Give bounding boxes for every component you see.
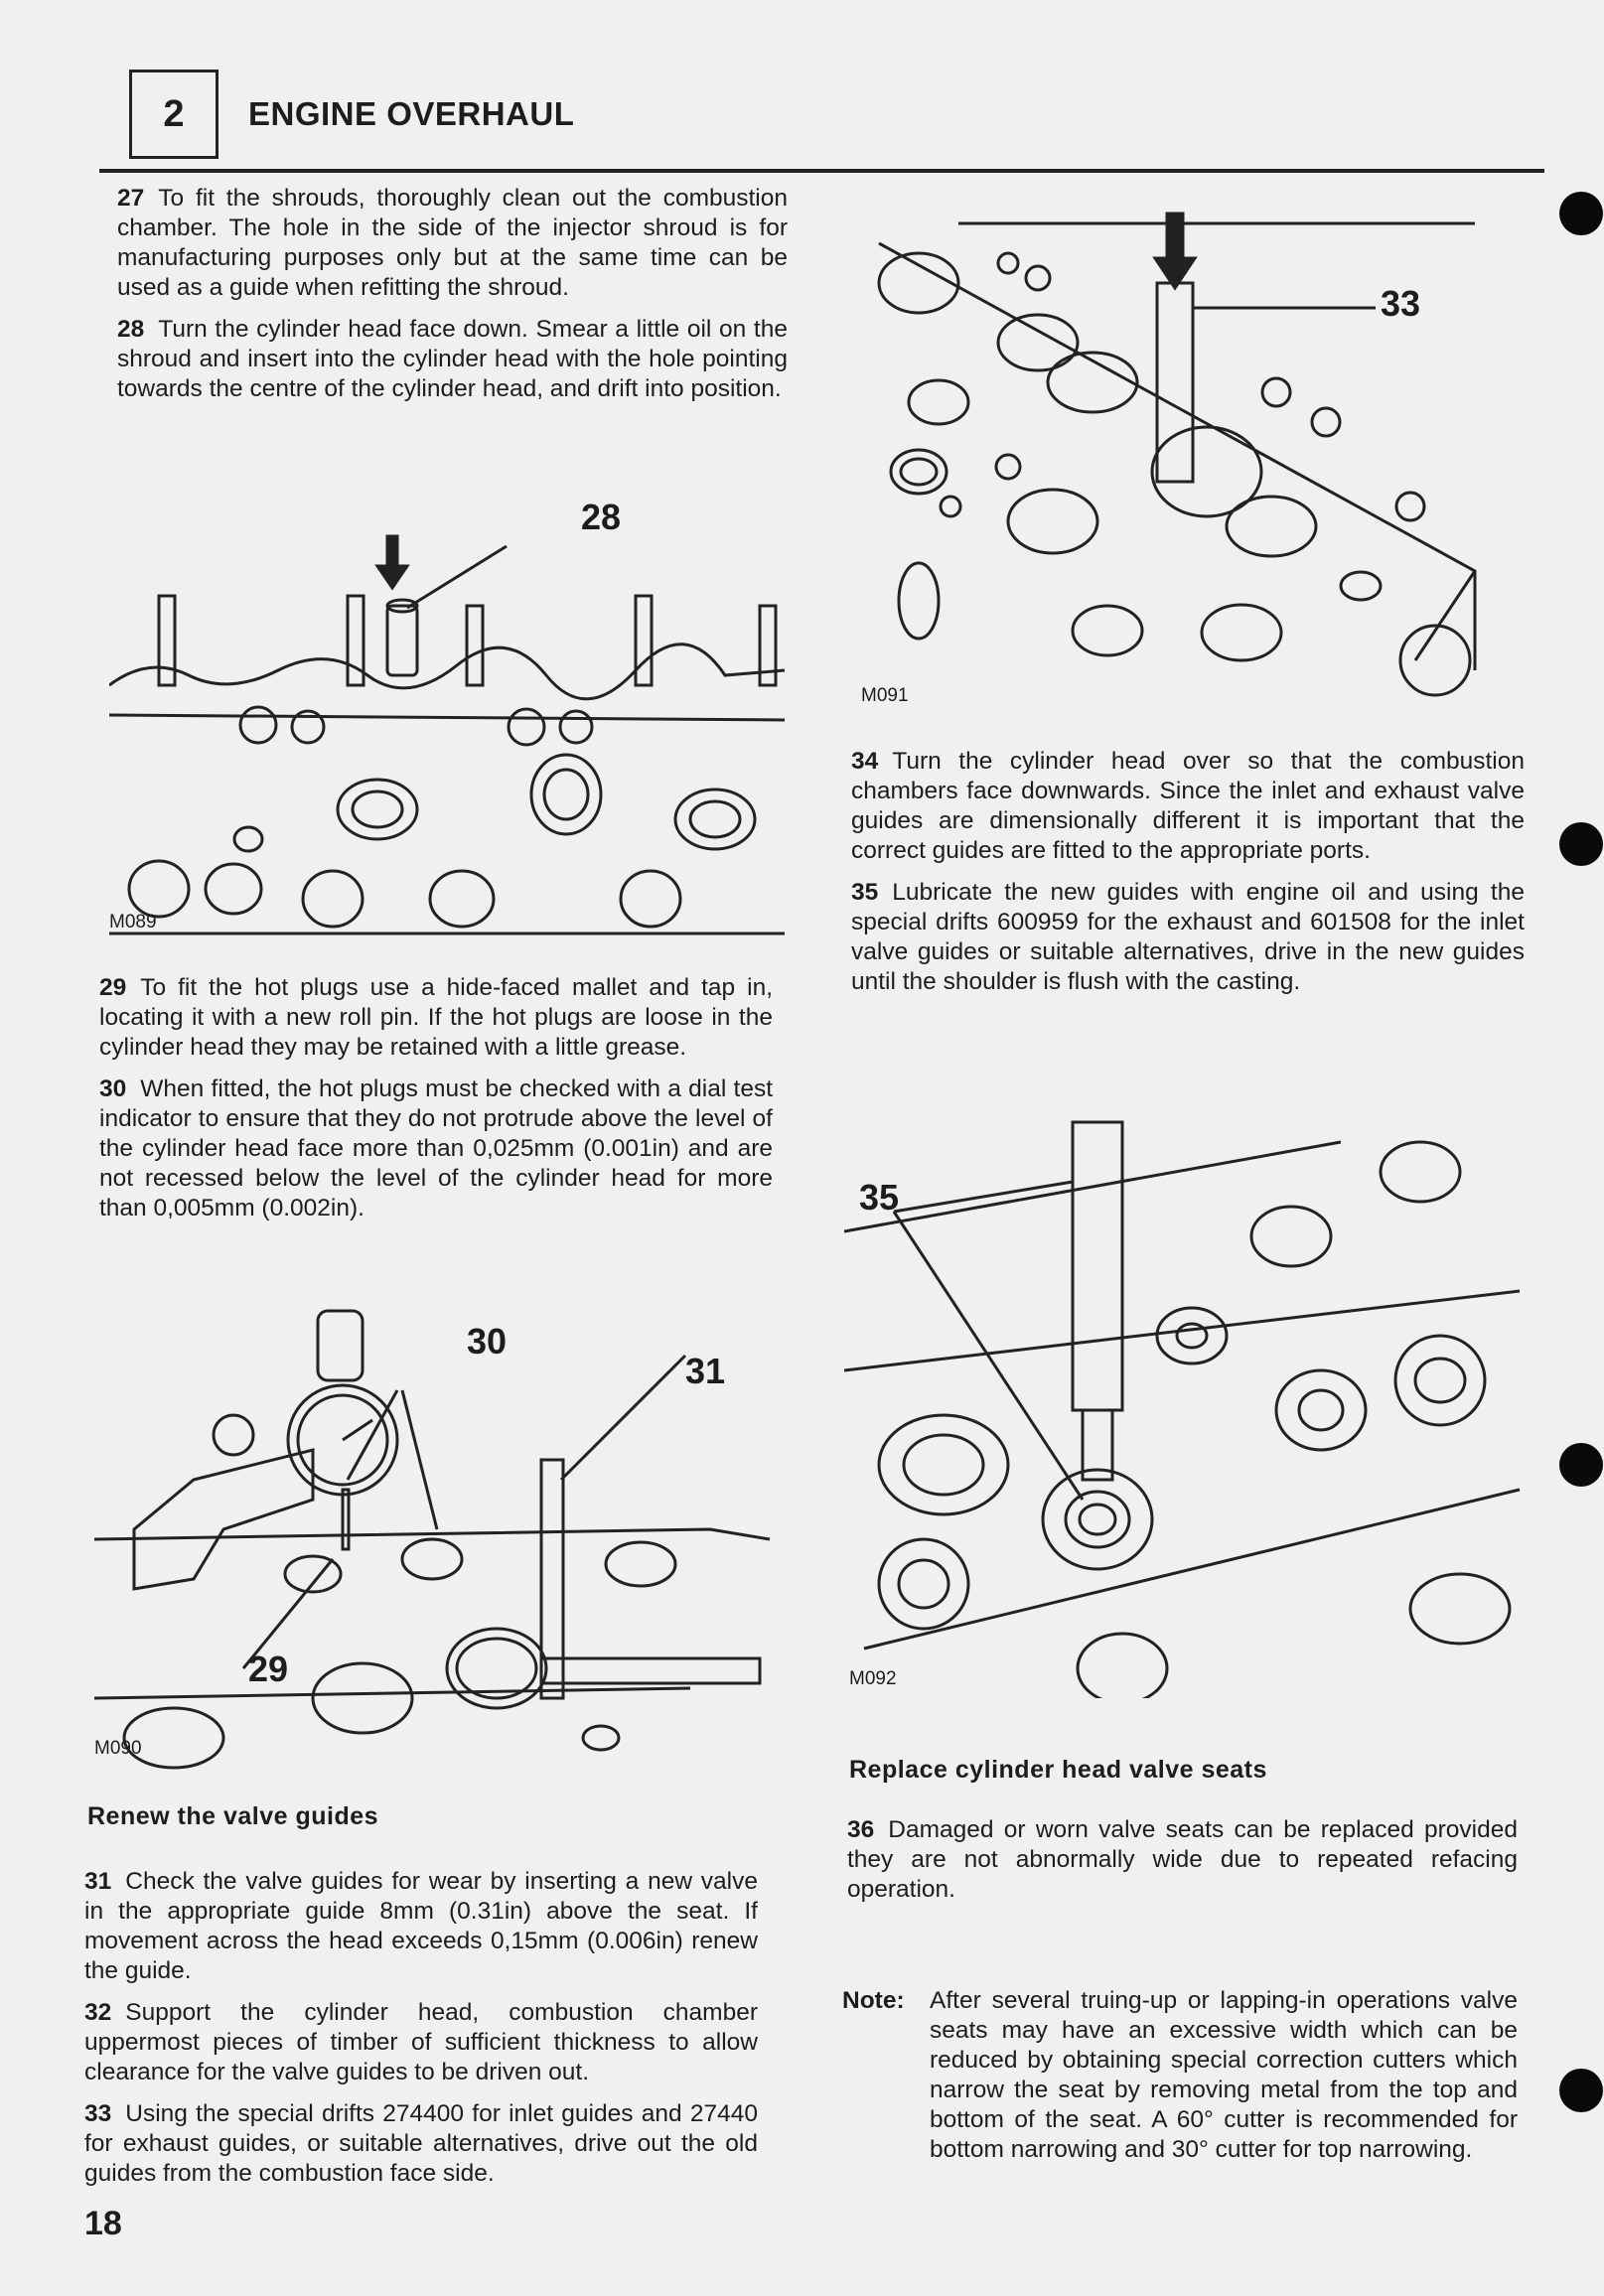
figure-m090-dial-gauge: 30 31 29 M090 xyxy=(93,1301,780,1778)
callout-33: 33 xyxy=(1381,283,1421,324)
note-label: Note: xyxy=(842,1987,905,2014)
para-text: Turn the cylinder head over so that the … xyxy=(851,748,1525,864)
callout-35: 35 xyxy=(859,1177,900,1218)
para-text: Check the valve guides for wear by inser… xyxy=(84,1868,758,1984)
para-text: Using the special drifts 274400 for inle… xyxy=(84,2100,758,2187)
para-text: When fitted, the hot plugs must be check… xyxy=(99,1076,773,1221)
para-number: 36 xyxy=(847,1816,875,1843)
para-number: 33 xyxy=(84,2100,112,2127)
punch-hole xyxy=(1559,192,1603,235)
figure-m092-fitting-guide: 35 M092 xyxy=(843,1112,1530,1705)
figure-m091-drift: 33 M091 xyxy=(859,204,1544,715)
callout-29: 29 xyxy=(248,1649,289,1689)
para-number: 32 xyxy=(84,1999,112,2026)
figure-m089-shroud: 28 M089 xyxy=(108,497,786,943)
note-text: After several truing-up or lapping-in op… xyxy=(930,1987,1518,2163)
para-text: To fit the shrouds, thoroughly clean out… xyxy=(117,185,788,301)
para-number: 29 xyxy=(99,974,127,1001)
para-number: 27 xyxy=(117,185,145,212)
para-number: 30 xyxy=(99,1076,127,1102)
para-number: 28 xyxy=(117,316,145,343)
section-number-box: 2 xyxy=(129,70,219,159)
para-number: 31 xyxy=(84,1868,112,1895)
figure-code: M090 xyxy=(94,1738,142,1759)
chapter-title: ENGINE OVERHAUL xyxy=(248,95,575,132)
header-rule xyxy=(99,169,1544,173)
para-text: Lubricate the new guides with engine oil… xyxy=(851,879,1525,995)
section-heading-replace-valve-seats: Replace cylinder head valve seats xyxy=(849,1756,1267,1784)
figure-code: M092 xyxy=(849,1668,897,1689)
para-number: 35 xyxy=(851,879,879,906)
para-text: To fit the hot plugs use a hide-faced ma… xyxy=(99,974,773,1061)
note-block: Note: After several truing-up or lapping… xyxy=(842,1986,1518,2165)
punch-hole xyxy=(1559,1443,1603,1487)
para-text: Turn the cylinder head face down. Smear … xyxy=(117,316,788,402)
callout-31: 31 xyxy=(685,1351,726,1391)
page-number: 18 xyxy=(84,2205,122,2242)
para-number: 34 xyxy=(851,748,879,775)
para-text: Damaged or worn valve seats can be repla… xyxy=(847,1816,1518,1903)
section-heading-renew-valve-guides: Renew the valve guides xyxy=(87,1802,379,1830)
para-text: Support the cylinder head, combustion ch… xyxy=(84,1999,758,2085)
figure-code: M091 xyxy=(861,685,909,706)
callout-30: 30 xyxy=(467,1321,508,1362)
punch-hole xyxy=(1559,2069,1603,2112)
figure-code: M089 xyxy=(109,912,157,933)
punch-hole xyxy=(1559,822,1603,866)
callout-28: 28 xyxy=(581,497,622,537)
section-number: 2 xyxy=(163,92,185,135)
